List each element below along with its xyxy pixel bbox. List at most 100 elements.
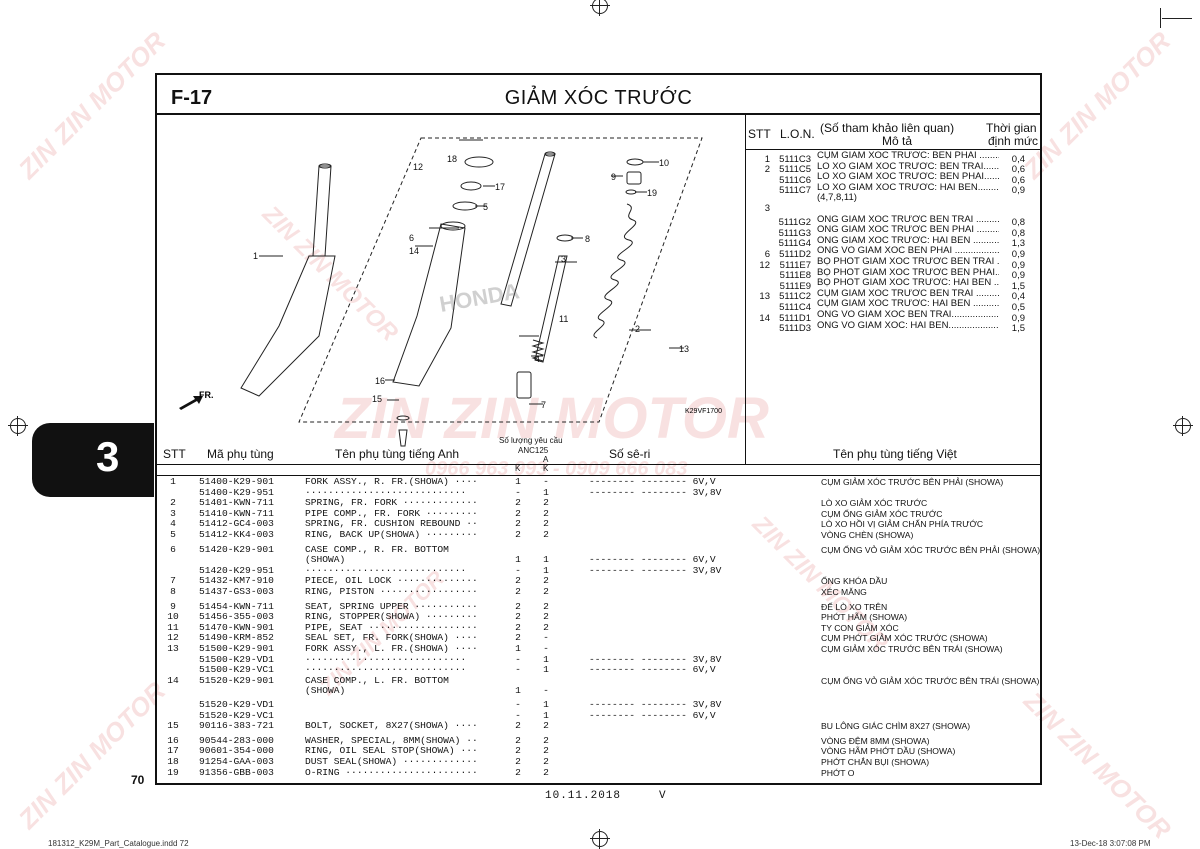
lon-code: 5111C2 xyxy=(779,291,811,303)
row-stt: 10 xyxy=(167,611,179,623)
qty-k: 1 xyxy=(515,685,521,697)
registration-mark-left xyxy=(8,416,28,436)
part-name-en: ···························· xyxy=(305,564,467,576)
part-number: 51470-KWN-901 xyxy=(199,621,274,633)
lon-desc: BỘ PHỐT GIẢM XÓC TRƯỚC BÊN TRÁI ........… xyxy=(817,257,999,267)
part-name-vn: CỤM PHỚT GIẢM XÓC TRƯỚC (SHOWA) xyxy=(821,633,988,644)
parts-header-stt: STT xyxy=(163,447,186,461)
section-divider xyxy=(157,464,1040,465)
row-stt: 1 xyxy=(170,476,176,487)
lon-stt: 3 xyxy=(764,203,770,214)
lon-desc: LÒ XO GIẢM XÓC TRƯỚC: HAI BÊN...........… xyxy=(817,182,999,193)
part-number: 51420-K29-951 xyxy=(199,564,274,576)
qty-a: - xyxy=(543,643,549,654)
lon-code: 5111C4 xyxy=(779,301,811,313)
lon-row: 5111C6 LÒ XO GIẢM XÓC TRƯỚC: BÊN PHẢI....… xyxy=(748,172,1025,185)
lon-time: 0,9 xyxy=(1011,248,1025,260)
qty-k: 2 xyxy=(515,518,521,530)
lon-row: 5111C4 CỤM GIẢM XÓC TRƯỚC: HAI BÊN ......… xyxy=(748,299,1025,312)
table-row: 51400-K29-951 ··························… xyxy=(157,486,1042,499)
parts-header-type: A xyxy=(543,455,549,464)
callout-1: 1 xyxy=(253,251,258,261)
qty-a: 2 xyxy=(543,507,549,519)
row-stt: 4 xyxy=(170,518,176,530)
lon-desc: ỐNG GIẢM XÓC TRƯỚC BÊN PHẢI ............… xyxy=(817,225,999,236)
part-number: 91356-GBB-003 xyxy=(199,766,274,778)
lon-header-time-2: định mức xyxy=(988,134,1039,148)
part-name-vn: PHỚT HÃM (SHOWA) xyxy=(821,612,908,623)
lon-time: 0,4 xyxy=(1011,291,1025,303)
lon-code: 5111E7 xyxy=(779,259,811,271)
row-stt: 9 xyxy=(170,600,176,612)
parts-header-model: ANC125 xyxy=(518,446,549,455)
serial-range: -------- -------- 6V,V xyxy=(589,709,716,721)
callout-7: 7 xyxy=(541,400,546,410)
part-name-en: (SHOWA) xyxy=(305,685,346,697)
part-name-en: SEAT, SPRING UPPER ··········· xyxy=(305,600,478,612)
part-number: 51400-K29-951 xyxy=(199,486,274,498)
part-name-en: CASE COMP., R. FR. BOTTOM xyxy=(305,543,449,555)
part-name-en: ···························· xyxy=(305,653,467,665)
callout-18: 18 xyxy=(447,154,457,164)
brand-label: HONDA xyxy=(438,278,522,317)
lon-code: 5111C6 xyxy=(779,174,811,186)
qty-k: - xyxy=(515,699,521,710)
registration-mark-right xyxy=(1173,416,1193,436)
lon-stt: 14 xyxy=(759,312,770,324)
diagram-code: K29VF1700 xyxy=(685,408,722,415)
part-number: 51520-K29-901 xyxy=(199,674,274,686)
qty-k: 2 xyxy=(515,756,521,767)
crop-mark xyxy=(1162,18,1192,19)
row-stt: 8 xyxy=(170,586,176,597)
qty-k: 2 xyxy=(515,586,521,597)
part-name-en: ···························· xyxy=(305,664,467,676)
lon-stt: 6 xyxy=(764,248,770,260)
lon-header-lon: L.O.N. xyxy=(780,127,815,141)
lon-desc: (4,7,8,11) xyxy=(817,193,857,204)
part-name-vn: VÒNG CHÈN (SHOWA) xyxy=(821,530,914,540)
front-label: FR. xyxy=(199,390,214,400)
header-divider xyxy=(157,113,1040,115)
footer-file: 181312_K29M_Part_Catalogue.indd 72 xyxy=(48,839,189,848)
row-stt: 18 xyxy=(167,756,179,767)
qty-k: - xyxy=(515,564,521,576)
parts-header-name-vn: Tên phụ tùng tiếng Việt xyxy=(833,447,957,461)
part-number: 51520-K29-VC1 xyxy=(199,709,274,721)
lon-desc: ỐNG VỎ GIẢM XÓC BÊN PHẢI ...............… xyxy=(817,246,999,257)
lon-desc: CỤM GIẢM XÓC TRƯỚC: BÊN PHẢI ...........… xyxy=(817,151,999,161)
lon-desc: ỐNG VỎ GIẢM XÓC BÊN TRÁI................… xyxy=(817,310,999,320)
callout-16: 16 xyxy=(375,376,385,386)
qty-a: 1 xyxy=(543,564,549,576)
serial-range: -------- -------- 6V,V xyxy=(589,554,716,566)
qty-a: - xyxy=(543,685,549,697)
lon-desc: BỘ PHỐT GIẢM XÓC TRƯỚC BÊN PHẢI.........… xyxy=(817,267,999,278)
lon-code: 5111G2 xyxy=(778,217,811,229)
qty-a: 2 xyxy=(543,611,549,623)
part-number: 51432-KM7-910 xyxy=(199,575,274,587)
lon-code: 5111G3 xyxy=(778,227,811,239)
lon-desc: CỤM GIẢM XÓC TRƯỚC: HAI BÊN ............… xyxy=(817,299,999,310)
lon-desc: LÒ XO GIẢM XÓC TRƯỚC: BÊN PHẢI..........… xyxy=(817,172,999,183)
qty-k: 2 xyxy=(515,621,521,633)
part-number: 51412-KK4-003 xyxy=(199,529,274,540)
catalog-frame: F-17 GIẢM XÓC TRƯỚC xyxy=(155,73,1042,785)
part-number: 51420-K29-901 xyxy=(199,543,274,555)
callout-15: 15 xyxy=(372,394,382,404)
qty-k: 2 xyxy=(515,600,521,612)
row-stt: 19 xyxy=(167,766,179,778)
qty-a: 1 xyxy=(543,709,549,721)
